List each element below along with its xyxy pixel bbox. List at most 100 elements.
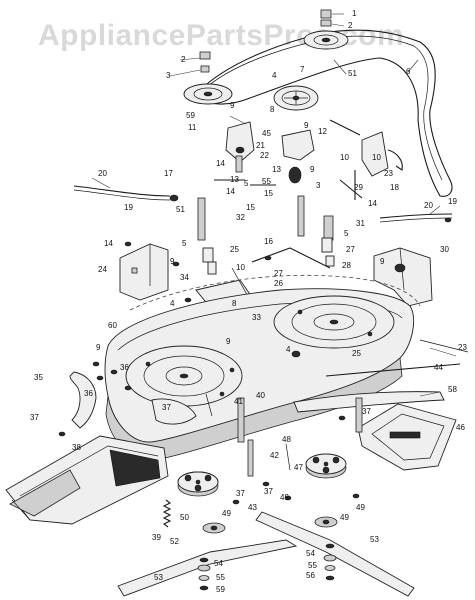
callout-1: 1 bbox=[352, 9, 357, 18]
callout-8: 8 bbox=[232, 299, 237, 308]
idler-pulley-left bbox=[183, 51, 233, 105]
callout-54: 54 bbox=[214, 559, 223, 568]
callout-23: 23 bbox=[458, 343, 467, 352]
callout-27: 27 bbox=[274, 269, 283, 278]
front-hanger-bracket-left bbox=[119, 243, 169, 301]
discharge-chute bbox=[5, 435, 169, 525]
callout-29: 29 bbox=[354, 183, 363, 192]
callout-9: 9 bbox=[380, 257, 385, 266]
callout-39: 39 bbox=[152, 533, 161, 542]
callout-3: 3 bbox=[166, 71, 171, 80]
callout-4: 4 bbox=[272, 71, 277, 80]
anti-scalp-rod bbox=[325, 339, 469, 377]
lift-rod-right bbox=[379, 213, 453, 223]
callout-51: 51 bbox=[348, 69, 357, 78]
callout-34: 34 bbox=[180, 273, 189, 282]
callout-13: 13 bbox=[272, 165, 281, 174]
belt-guide-bracket bbox=[329, 119, 403, 177]
gauge-wheel-right bbox=[305, 453, 347, 479]
mower-blade-right bbox=[255, 511, 415, 597]
callout-19: 19 bbox=[448, 197, 457, 206]
callout-9: 9 bbox=[96, 343, 101, 352]
callout-numbers: 1 2 2 3 4 7 51 6 9 8 59 11 9 45 12 21 22… bbox=[30, 9, 467, 594]
callout-35: 35 bbox=[34, 373, 43, 382]
callout-33: 33 bbox=[252, 313, 261, 322]
callout-20: 20 bbox=[424, 201, 433, 210]
callout-50: 50 bbox=[180, 513, 189, 522]
callout-18: 18 bbox=[390, 183, 399, 192]
mower-blade-left bbox=[117, 539, 298, 597]
callout-7: 7 bbox=[300, 65, 305, 74]
callout-15: 15 bbox=[246, 203, 255, 212]
chute-spring bbox=[162, 499, 172, 528]
callout-27: 27 bbox=[346, 245, 355, 254]
callout-19: 19 bbox=[124, 203, 133, 212]
callout-56: 56 bbox=[306, 571, 315, 580]
callout-14: 14 bbox=[216, 159, 225, 168]
blade-hardware bbox=[197, 554, 337, 591]
fastener-hardware bbox=[58, 217, 452, 505]
callout-10: 10 bbox=[340, 153, 349, 162]
callout-3: 3 bbox=[316, 181, 321, 190]
callout-42: 42 bbox=[270, 451, 279, 460]
callout-14: 14 bbox=[368, 199, 377, 208]
callout-40: 40 bbox=[256, 391, 265, 400]
callout-36: 36 bbox=[120, 363, 129, 372]
callout-21: 21 bbox=[256, 141, 265, 150]
callout-53: 53 bbox=[370, 535, 379, 544]
callout-49: 49 bbox=[340, 513, 349, 522]
callout-23: 23 bbox=[384, 169, 393, 178]
callout-53: 53 bbox=[154, 573, 163, 582]
callout-37: 37 bbox=[362, 407, 371, 416]
callout-30: 30 bbox=[440, 245, 449, 254]
callout-48: 48 bbox=[282, 435, 291, 444]
blade-spindles bbox=[205, 393, 363, 477]
rear-baffle bbox=[293, 391, 445, 413]
callout-2: 2 bbox=[181, 55, 186, 64]
callout-4: 4 bbox=[286, 345, 291, 354]
idler-pulley-top bbox=[303, 9, 349, 50]
deck-hanger-studs bbox=[197, 170, 363, 275]
callout-11: 11 bbox=[188, 123, 197, 132]
callout-55: 55 bbox=[216, 573, 225, 582]
callout-22: 22 bbox=[260, 151, 269, 160]
callout-24: 24 bbox=[98, 265, 107, 274]
callout-16: 16 bbox=[264, 237, 273, 246]
callout-37: 37 bbox=[264, 487, 273, 496]
callout-9: 9 bbox=[226, 337, 231, 346]
callout-4: 4 bbox=[170, 299, 175, 308]
callout-36: 36 bbox=[84, 389, 93, 398]
drive-belt bbox=[197, 29, 453, 197]
idler-arm-bracket bbox=[225, 121, 315, 184]
callout-31: 31 bbox=[356, 219, 365, 228]
callout-20: 20 bbox=[98, 169, 107, 178]
callout-5: 5 bbox=[182, 239, 187, 248]
callout-15: 15 bbox=[264, 189, 273, 198]
lift-rod-left bbox=[73, 185, 179, 202]
deck-support-plate bbox=[357, 403, 457, 471]
callout-9: 9 bbox=[170, 257, 175, 266]
callout-41: 41 bbox=[234, 397, 243, 406]
callout-55: 55 bbox=[262, 177, 271, 186]
callout-5: 5 bbox=[244, 179, 249, 188]
callout-54: 54 bbox=[306, 549, 315, 558]
callout-28: 28 bbox=[342, 261, 351, 270]
callout-37: 37 bbox=[236, 489, 245, 498]
callout-25: 25 bbox=[230, 245, 239, 254]
callout-10: 10 bbox=[372, 153, 381, 162]
callout-55: 55 bbox=[308, 561, 317, 570]
callout-13: 13 bbox=[230, 175, 239, 184]
callout-47: 47 bbox=[294, 463, 303, 472]
callout-51: 51 bbox=[176, 205, 185, 214]
callout-45: 45 bbox=[262, 129, 271, 138]
callout-14: 14 bbox=[104, 239, 113, 248]
callout-59: 59 bbox=[186, 111, 195, 120]
callout-32: 32 bbox=[236, 213, 245, 222]
callout-9: 9 bbox=[230, 101, 235, 110]
spindle-bearings bbox=[202, 516, 338, 534]
callout-10: 10 bbox=[236, 263, 245, 272]
callout-37: 37 bbox=[30, 413, 39, 422]
callout-43: 43 bbox=[248, 503, 257, 512]
callout-5: 5 bbox=[344, 229, 349, 238]
